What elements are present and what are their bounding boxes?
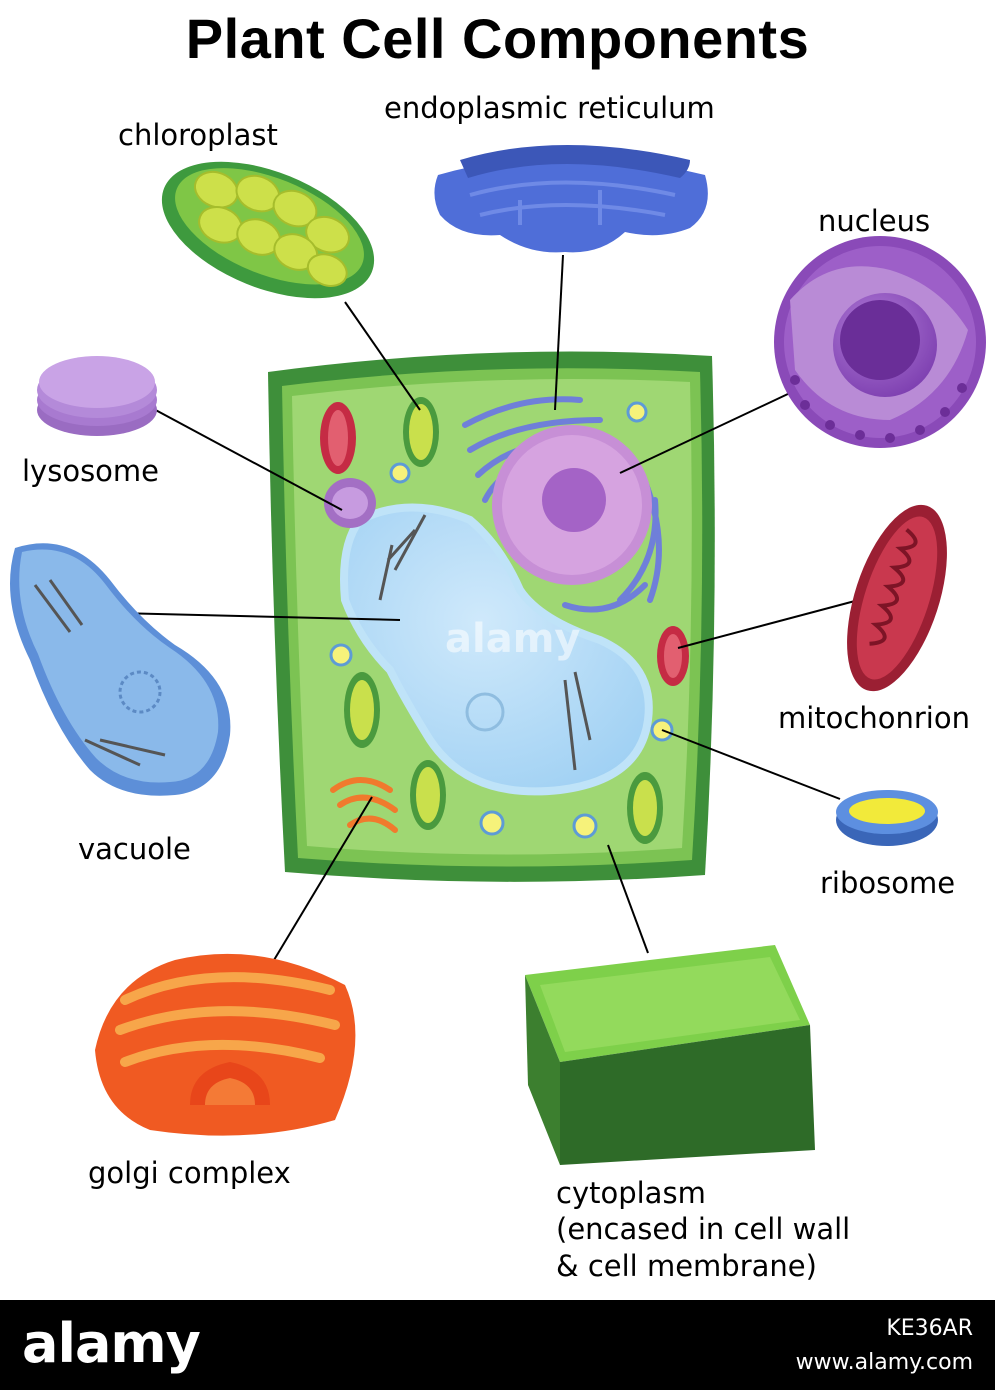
label-nucleus: nucleus (818, 204, 931, 238)
cytoplasm-illustration (525, 945, 815, 1165)
mitochondrion-illustration (847, 504, 947, 692)
label-cytoplasm-line2: (encased in cell wall (556, 1212, 851, 1247)
watermark: alamy (445, 616, 580, 662)
vacuole-illustration (10, 543, 231, 796)
label-chloroplast: chloroplast (118, 118, 278, 152)
label-endoplasmic-reticulum: endoplasmic reticulum (384, 91, 715, 125)
chloroplasts-in-cell (344, 397, 663, 844)
stock-footer: alamy KE36AR www.alamy.com (0, 1300, 995, 1390)
diagram-canvas: alamy (10, 145, 986, 1165)
pointer-lines (117, 254, 871, 971)
footer-url: www.alamy.com (795, 1350, 973, 1375)
nucleus-illustration (774, 236, 986, 448)
lysosome-illustration (37, 356, 157, 436)
er-illustration (434, 145, 708, 253)
golgi-illustration (95, 953, 356, 1136)
footer-brand: alamy (22, 1312, 201, 1375)
mitochondria-in-cell (320, 402, 689, 686)
golgi-in-cell (330, 777, 398, 833)
label-golgi-complex: golgi complex (88, 1156, 291, 1190)
label-mitochondrion: mitochonrion (778, 701, 970, 735)
ribosome-illustration (836, 790, 938, 846)
label-cytoplasm-line3: & cell membrane) (556, 1248, 817, 1283)
vacuole-crystals (378, 514, 592, 771)
label-lysosome: lysosome (22, 454, 160, 488)
plant-cell (268, 351, 715, 882)
label-cytoplasm: cytoplasm (encased in cell wall & cell m… (556, 1175, 850, 1284)
chloroplast-illustration (161, 161, 375, 299)
label-ribosome: ribosome (820, 866, 956, 900)
page-title: Plant Cell Components (185, 7, 810, 70)
vacuole-in-cell (340, 503, 653, 796)
plant-cell-diagram: alamy (10, 7, 986, 1284)
footer-image-id: KE36AR (886, 1316, 973, 1341)
label-cytoplasm-line1: cytoplasm (556, 1176, 706, 1210)
label-vacuole: vacuole (78, 832, 191, 866)
